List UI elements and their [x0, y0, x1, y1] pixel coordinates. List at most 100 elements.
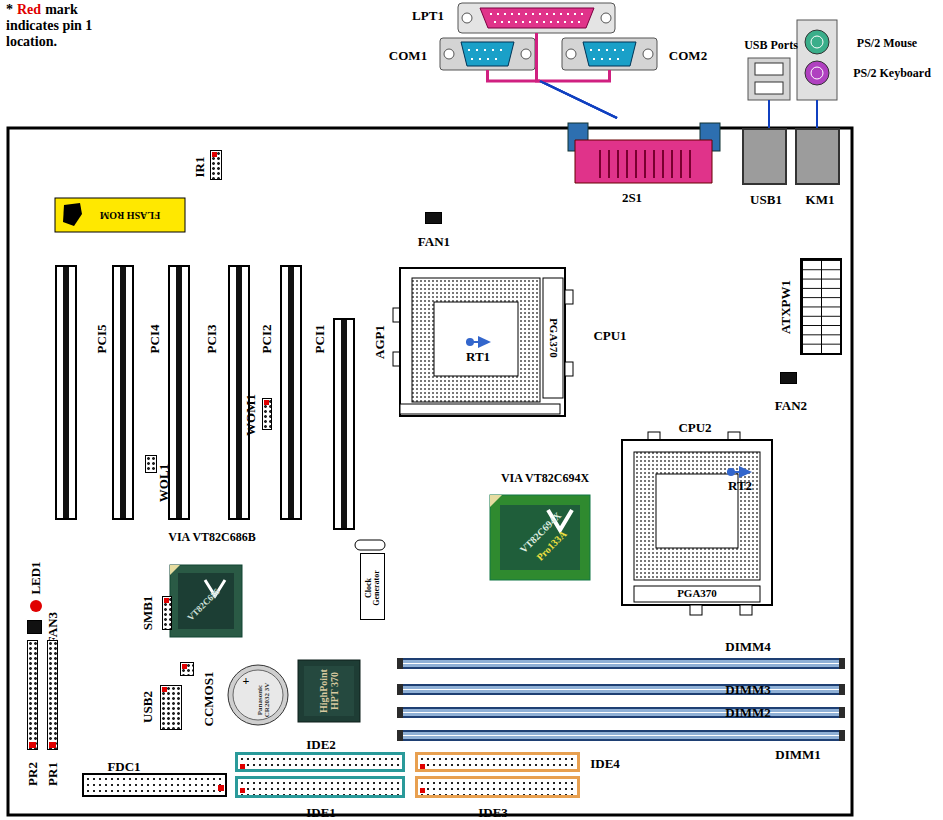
port-screw	[444, 49, 454, 59]
part-label: FAN3	[46, 612, 60, 644]
leader-line	[769, 100, 770, 128]
cpu-socket-body	[622, 440, 772, 605]
pin-grid	[412, 278, 540, 402]
part-label: Pro133A	[535, 529, 569, 563]
chip-corner	[490, 495, 502, 507]
part-label: KM1	[806, 193, 835, 207]
part-label: COM2	[669, 49, 707, 63]
thermistor-symbol	[739, 466, 752, 478]
part-label: IDE2	[306, 738, 336, 752]
port-screw	[521, 49, 531, 59]
rom-logo	[63, 203, 82, 226]
part-label: PCI5	[95, 325, 109, 354]
part-label: CPU2	[678, 421, 711, 435]
fan-header: FAN1	[425, 212, 442, 224]
socket-tab	[648, 432, 660, 442]
pin1-mark	[240, 764, 245, 769]
pin1-mark	[218, 785, 224, 791]
thermistor-symbol	[466, 341, 486, 343]
ps2-socket	[805, 61, 829, 85]
dimm-slot: DIMM3	[397, 684, 845, 695]
part-label: 2S1	[622, 191, 642, 205]
part-label: DIMM2	[725, 706, 771, 720]
socket-tab	[393, 308, 401, 322]
agp-slot: AGP1	[333, 318, 355, 530]
header: CCMOS1	[180, 662, 194, 676]
part-label: DIMM3	[725, 683, 771, 697]
ps2-port: PS/2 MousePS/2 Keyboard	[797, 20, 837, 100]
dimm-slot: DIMM1	[397, 730, 845, 741]
io-connector: KM1	[795, 128, 840, 185]
floppy-connector: FDC1	[82, 773, 227, 797]
header: IR1	[210, 150, 222, 180]
header: PR1	[47, 640, 58, 750]
port-screw	[566, 49, 576, 59]
serial-port: COM2	[562, 38, 657, 70]
part-label: PCI2	[260, 325, 274, 354]
pin1-mark	[182, 664, 187, 669]
port-shell	[797, 20, 837, 100]
socket-center	[656, 474, 738, 548]
part-label: CPU1	[593, 329, 626, 343]
dsub-body	[461, 42, 514, 66]
connector-ridges	[600, 150, 690, 178]
connector-body	[575, 140, 712, 183]
part-label: VT82C686	[186, 587, 222, 623]
pin1-mark	[29, 742, 36, 748]
port-screw	[601, 13, 611, 23]
part-label: LPT1	[412, 9, 444, 23]
pin1-mark	[164, 598, 169, 603]
leader-line	[488, 70, 618, 118]
thermistor-symbol	[727, 468, 735, 476]
part-label: PS/2 Mouse	[857, 37, 917, 50]
cpu-socket: PGA370RT1CPU1	[400, 268, 565, 416]
battery: + Panasonic CR2032 3V	[228, 665, 288, 725]
pin1-mark	[264, 400, 269, 405]
port-shell	[458, 3, 615, 33]
blue-leader	[768, 100, 770, 128]
com-stub	[700, 123, 720, 151]
serial-port: COM1	[440, 38, 535, 70]
power-connector: ATXPW1	[800, 258, 842, 355]
fan-header: FAN2	[780, 372, 797, 384]
part-label: DIMM1	[775, 748, 821, 762]
part-label: LED1	[29, 561, 43, 594]
chip-logo	[205, 580, 225, 596]
ide-connector: IDE2	[235, 752, 405, 772]
part-label: +	[243, 675, 250, 688]
socket-tab	[393, 352, 401, 366]
port-screw	[643, 49, 653, 59]
part-label: IR1	[193, 157, 207, 178]
leader-line	[817, 100, 818, 128]
part-label: CCMOS1	[202, 672, 216, 727]
part-label: PR1	[46, 762, 60, 786]
ide-connector: IDE3	[415, 776, 580, 798]
part-label: USB2	[141, 691, 155, 723]
pci-slot: PCI3	[168, 265, 190, 520]
socket-tab	[728, 432, 740, 442]
chip-package	[490, 495, 590, 580]
ide-controller: HighPoint HPT 370	[298, 660, 360, 722]
part-label: PGA370	[677, 588, 717, 600]
chip-die	[500, 505, 580, 570]
part-label: ATXPW1	[779, 280, 793, 334]
socket-center	[434, 302, 518, 376]
note-text: Red	[17, 2, 41, 17]
led: LED1	[30, 600, 42, 612]
io-connector: USB1	[742, 128, 787, 185]
leader-line	[540, 70, 617, 118]
socket-tab	[690, 605, 702, 615]
rom-chip	[55, 198, 185, 232]
dsub-body	[480, 8, 594, 28]
socket-strip	[634, 586, 760, 602]
chipset: VIA VT82C686BVT82C686	[170, 565, 242, 637]
dimm-slot: DIMM4	[397, 658, 845, 669]
battery-cell	[233, 670, 283, 720]
part-label: Panasonic CR2032 3V	[257, 675, 272, 725]
pin1-mark	[420, 788, 425, 793]
part-label: FAN1	[418, 235, 450, 249]
part-label: PCI1	[313, 325, 327, 354]
usb-socket	[755, 63, 783, 75]
